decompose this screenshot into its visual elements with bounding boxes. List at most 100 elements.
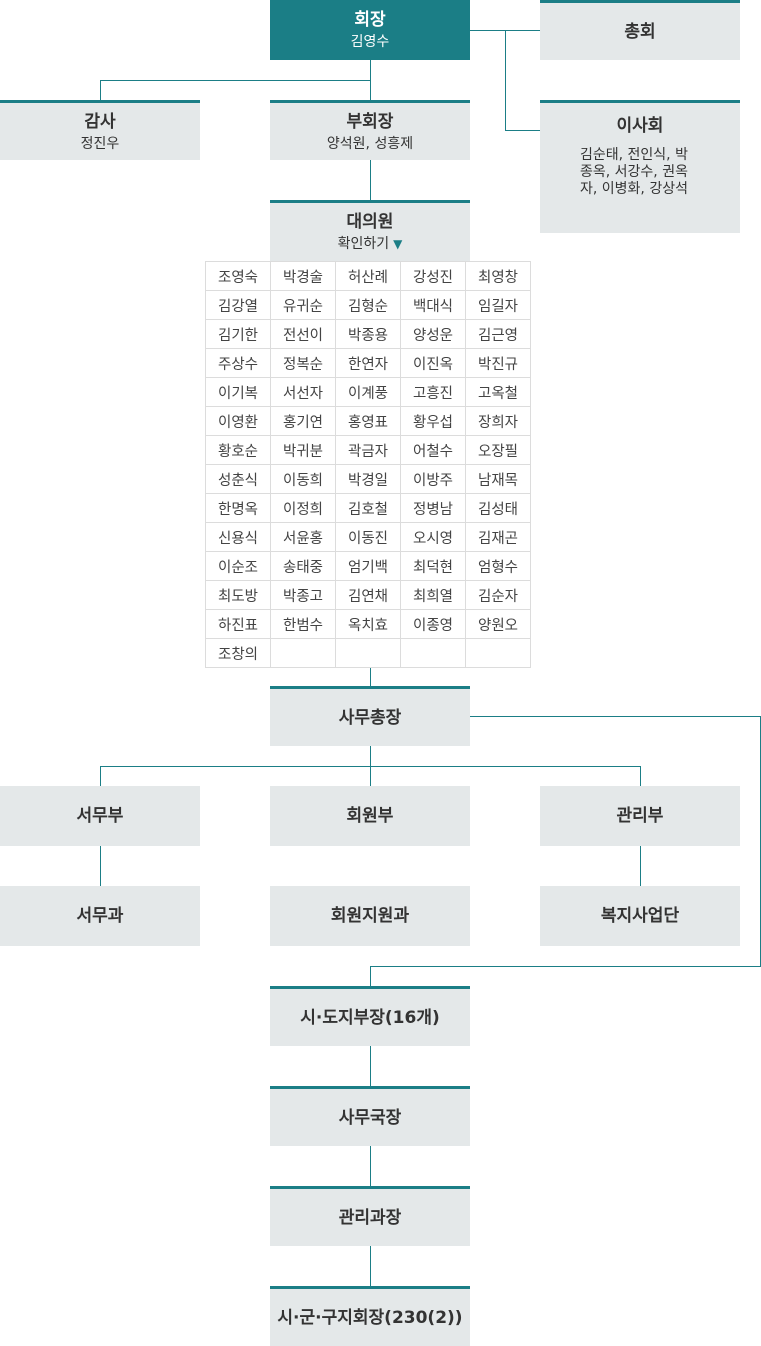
delegate-cell: 전선이: [270, 319, 336, 349]
auditor-box: 감사 정진우: [0, 100, 200, 160]
vice-chairman-title: 부회장: [346, 111, 394, 132]
delegate-cell: 성춘식: [205, 464, 271, 494]
connector: [370, 1246, 371, 1286]
connector: [640, 766, 641, 786]
member-support-division-title: 회원지원과: [330, 906, 410, 926]
delegate-cell: 박경술: [270, 261, 336, 291]
welfare-division-box: 복지사업단: [540, 886, 740, 946]
delegate-cell: 곽금자: [335, 435, 401, 465]
delegate-cell: 황우섭: [400, 406, 466, 436]
delegate-cell: 어철수: [400, 435, 466, 465]
delegate-cell: 하진표: [205, 609, 271, 639]
delegate-cell: 한명옥: [205, 493, 271, 523]
delegate-cell: [400, 638, 466, 668]
delegate-cell: 이계풍: [335, 377, 401, 407]
secretary-general-title: 사무총장: [338, 707, 402, 728]
delegate-cell: 홍영표: [335, 406, 401, 436]
member-support-division-box: 회원지원과: [270, 886, 470, 946]
delegate-cell: 이정희: [270, 493, 336, 523]
delegate-cell: 고흥진: [400, 377, 466, 407]
welfare-division-title: 복지사업단: [600, 906, 680, 926]
delegate-cell: 조창의: [205, 638, 271, 668]
delegate-cell: 오장필: [465, 435, 531, 465]
delegate-cell: 엄형수: [465, 551, 531, 581]
delegate-cell: 허산례: [335, 261, 401, 291]
delegate-cell: 김강열: [205, 290, 271, 320]
general-assembly-box: 총회: [540, 0, 740, 60]
delegate-cell: 서윤홍: [270, 522, 336, 552]
management-manager-title: 관리과장: [338, 1207, 402, 1228]
connector: [370, 667, 371, 686]
delegate-cell: [335, 638, 401, 668]
delegate-cell: 이영환: [205, 406, 271, 436]
delegate-cell: 김순자: [465, 580, 531, 610]
delegates-row: 조창의: [205, 638, 531, 668]
delegate-cell: 이순조: [205, 551, 271, 581]
secretary-general-box: 사무총장: [270, 686, 470, 746]
connector: [370, 966, 371, 986]
delegate-cell: 조영숙: [205, 261, 271, 291]
membership-dept-box: 회원부: [270, 786, 470, 846]
connector: [370, 1046, 371, 1086]
delegates-toggle[interactable]: 확인하기▼: [338, 235, 403, 253]
auditor-title: 감사: [84, 111, 116, 132]
delegate-cell: 김연채: [335, 580, 401, 610]
secretary-director-title: 사무국장: [338, 1107, 402, 1128]
delegate-cell: 이진옥: [400, 348, 466, 378]
board-title: 이사회: [616, 116, 664, 136]
delegate-cell: 이종영: [400, 609, 466, 639]
delegate-cell: 황호순: [205, 435, 271, 465]
auditor-name: 정진우: [80, 135, 120, 152]
delegate-cell: 이동진: [335, 522, 401, 552]
delegate-cell: 김기한: [205, 319, 271, 349]
connector: [370, 160, 371, 200]
board-members: 김순태, 전인식, 박종옥, 서강수, 권옥자, 이병화, 강상석: [580, 147, 688, 197]
delegate-cell: 한연자: [335, 348, 401, 378]
delegate-cell: 엄기백: [335, 551, 401, 581]
connector: [640, 846, 641, 886]
delegate-cell: 옥치효: [335, 609, 401, 639]
general-affairs-division-box: 서무과: [0, 886, 200, 946]
delegate-cell: 한범수: [270, 609, 336, 639]
delegate-cell: 신용식: [205, 522, 271, 552]
delegate-cell: 박경일: [335, 464, 401, 494]
board-box: 이사회 김순태, 전인식, 박종옥, 서강수, 권옥자, 이병화, 강상석: [540, 100, 740, 233]
connector: [370, 60, 371, 100]
delegate-cell: 양원오: [465, 609, 531, 639]
chairman-title: 회장: [354, 10, 386, 30]
connector: [100, 846, 101, 886]
delegate-cell: 박종용: [335, 319, 401, 349]
delegate-cell: 김근영: [465, 319, 531, 349]
delegate-cell: 유귀순: [270, 290, 336, 320]
delegate-cell: 서선자: [270, 377, 336, 407]
connector: [505, 130, 540, 131]
delegate-cell: 주상수: [205, 348, 271, 378]
general-assembly-title: 총회: [624, 21, 656, 42]
local-branches-title: 시·군·구지회장(230(2)): [277, 1307, 463, 1328]
vice-chairman-box: 부회장 양석원, 성흥제: [270, 100, 470, 160]
delegate-cell: 김재곤: [465, 522, 531, 552]
delegate-cell: 백대식: [400, 290, 466, 320]
delegate-cell: 김호철: [335, 493, 401, 523]
delegate-cell: 고옥철: [465, 377, 531, 407]
delegate-cell: 최도방: [205, 580, 271, 610]
delegate-cell: 박종고: [270, 580, 336, 610]
connector: [370, 746, 371, 766]
general-affairs-division-title: 서무과: [76, 906, 124, 926]
connector: [370, 766, 371, 786]
provincial-chapters-box: 시·도지부장(16개): [270, 986, 470, 1046]
triangle-down-icon: ▼: [393, 237, 403, 251]
delegate-cell: 김형순: [335, 290, 401, 320]
